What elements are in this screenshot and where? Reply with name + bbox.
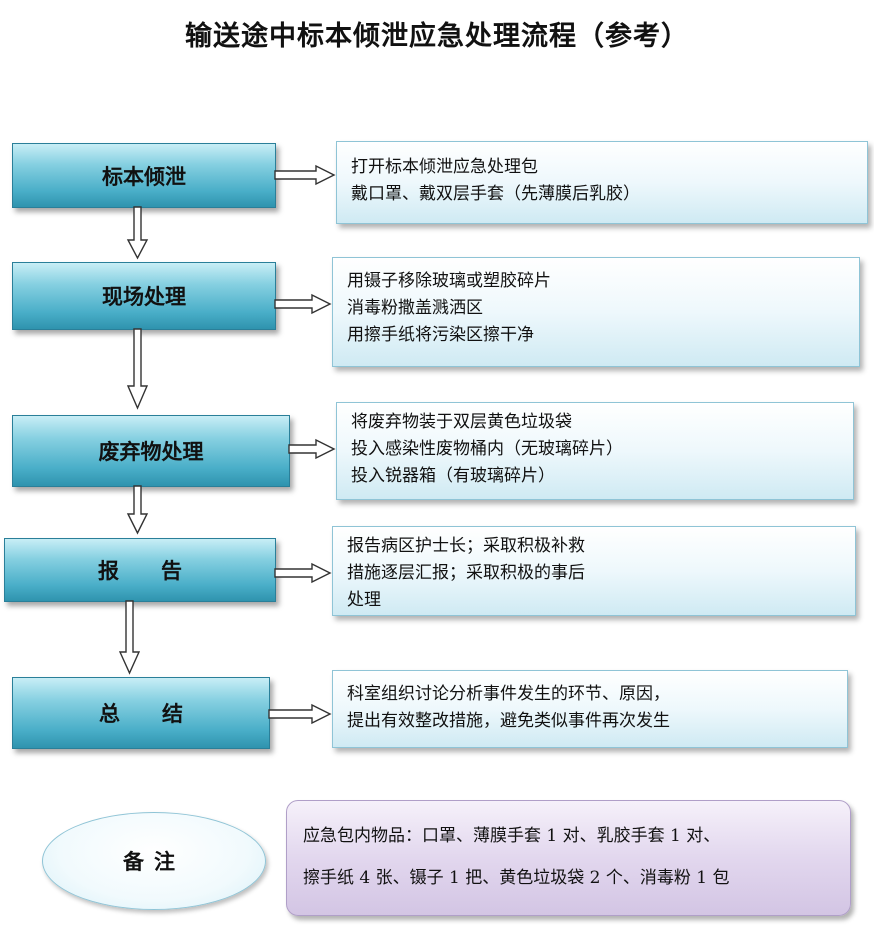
desc-line: 打开标本倾泄应急处理包 <box>351 157 538 177</box>
desc-line: 戴口罩、戴双层手套（先薄膜后乳胶） <box>351 184 640 204</box>
step-label: 标本倾泄 <box>102 164 186 189</box>
desc-box-summary: 科室组织讨论分析事件发生的环节、原因， 提出有效整改措施，避免类似事件再次发生 <box>332 670 848 748</box>
note-line: 擦手纸 4 张、镊子 1 把、黄色垃圾袋 2 个、消毒粉 1 包 <box>303 868 730 888</box>
step-label: 报 告 <box>98 559 182 583</box>
note-label-ellipse: 备注 <box>42 812 266 910</box>
desc-line: 报告病区护士长；采取积极补救 <box>347 536 585 556</box>
desc-box-specimen-spill: 打开标本倾泄应急处理包 戴口罩、戴双层手套（先薄膜后乳胶） <box>336 141 868 224</box>
page-title: 输送途中标本倾泄应急处理流程（参考） <box>185 21 689 52</box>
desc-line: 提出有效整改措施，避免类似事件再次发生 <box>347 711 670 731</box>
desc-line: 将废弃物装于双层黄色垃圾袋 <box>351 412 572 432</box>
desc-box-waste-handling: 将废弃物装于双层黄色垃圾袋 投入感染性废物桶内（无玻璃碎片） 投入锐器箱（有玻璃… <box>336 402 854 500</box>
step-label: 现场处理 <box>102 285 186 309</box>
desc-line: 科室组织讨论分析事件发生的环节、原因， <box>347 684 670 704</box>
note-line: 应急包内物品：口罩、薄膜手套 1 对、乳胶手套 1 对、 <box>303 826 721 846</box>
note-label: 备注 <box>123 850 185 874</box>
step-box-specimen-spill: 标本倾泄 <box>12 143 276 208</box>
right-arrow-3 <box>288 438 336 460</box>
desc-line: 措施逐层汇报；采取积极的事后 <box>347 563 585 583</box>
step-label: 总 结 <box>99 702 183 726</box>
step-box-onsite-handling: 现场处理 <box>12 262 276 330</box>
desc-line: 投入锐器箱（有玻璃碎片） <box>351 466 555 486</box>
desc-line: 用镊子移除玻璃或塑胶碎片 <box>347 271 551 291</box>
step-label: 废弃物处理 <box>98 440 204 464</box>
step-box-report: 报 告 <box>4 538 276 602</box>
step-box-waste-handling: 废弃物处理 <box>12 415 290 487</box>
desc-line: 消毒粉撒盖溅洒区 <box>347 298 483 318</box>
down-arrow-2 <box>126 328 149 410</box>
step-box-summary: 总 结 <box>12 677 270 749</box>
right-arrow-4 <box>274 562 332 584</box>
right-arrow-1 <box>274 164 336 186</box>
right-arrow-2 <box>274 293 332 315</box>
note-box: 应急包内物品：口罩、薄膜手套 1 对、乳胶手套 1 对、 擦手纸 4 张、镊子 … <box>286 800 851 916</box>
desc-line: 处理 <box>347 590 381 610</box>
right-arrow-5 <box>268 703 332 725</box>
desc-box-onsite-handling: 用镊子移除玻璃或塑胶碎片 消毒粉撒盖溅洒区 用擦手纸将污染区擦干净 <box>332 257 860 367</box>
desc-line: 投入感染性废物桶内（无玻璃碎片） <box>351 439 623 459</box>
down-arrow-4 <box>118 600 141 675</box>
desc-box-report: 报告病区护士长；采取积极补救 措施逐层汇报；采取积极的事后 处理 <box>332 526 856 616</box>
desc-line: 用擦手纸将污染区擦干净 <box>347 325 534 345</box>
down-arrow-3 <box>126 485 149 535</box>
down-arrow-1 <box>126 206 149 260</box>
